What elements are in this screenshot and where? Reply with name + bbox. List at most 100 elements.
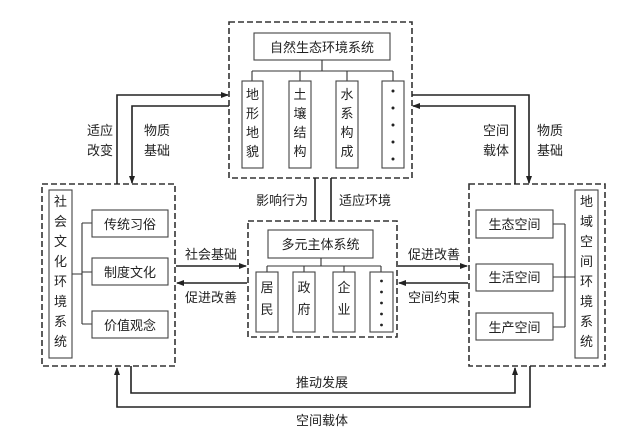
social-item-label: 传统习俗 [104, 218, 156, 233]
vertical-char: 境 [54, 295, 67, 310]
ellipsis-dot [380, 290, 383, 294]
natural-item-soil: 土壤结构 [288, 80, 312, 169]
ellipsis-dot [391, 123, 395, 127]
natural-item-more [381, 80, 405, 169]
actor-item-label: 居民 [260, 281, 273, 318]
social-system-container [41, 183, 176, 367]
spatial-system-connector [553, 223, 575, 328]
spatial-system-title: 地域空间环境系统 [580, 195, 593, 350]
ellipsis-dot [391, 157, 395, 161]
spatial-item-label: 生产空间 [488, 321, 540, 336]
vertical-char: 成 [340, 145, 353, 160]
social-item-tradition: 传统习俗 [91, 209, 169, 238]
natural-item-terrain: 地形地貌 [241, 80, 264, 169]
spatial-item-living: 生活空间 [475, 263, 554, 292]
actor-item-more [369, 271, 394, 333]
label-social-to-actor: 社会基础 [185, 247, 237, 263]
actor-item-label: 政府 [297, 281, 310, 318]
vertical-char: 土 [293, 88, 306, 103]
social-system-title: 社会文化环境系统 [54, 194, 67, 350]
label-social-to-spatial: 推动发展 [296, 375, 348, 391]
vertical-char: 府 [297, 303, 310, 318]
label-spatial-to-actor: 空间约束 [408, 291, 460, 306]
label-spatial-to-natural-2: 载体 [483, 144, 509, 159]
label-natural-to-spatial-1: 物质 [537, 124, 563, 139]
label-actor-to-social: 促进改善 [185, 290, 237, 306]
spatial-system-title-box [574, 189, 599, 359]
ellipsis-dot [391, 106, 395, 110]
vertical-char: 业 [337, 303, 350, 318]
label-actor-to-natural: 影响行为 [256, 193, 308, 209]
social-item-values: 价值观念 [91, 310, 169, 339]
vertical-char: 地 [580, 195, 593, 210]
label-actor-to-spatial: 促进改善 [408, 247, 460, 263]
arrow-spatial-to-natural [412, 103, 516, 184]
vertical-char: 企 [337, 280, 350, 296]
natural-item-label: 土壤结构 [293, 88, 306, 160]
arrow-natural-to-social [129, 105, 229, 184]
natural-system-container [228, 21, 413, 179]
actor-item-residents: 居民 [255, 271, 279, 333]
vertical-char: 壤 [293, 106, 306, 122]
arrow-social-to-spatial [130, 366, 518, 394]
actor-system-title: 多元主体系统 [281, 237, 359, 253]
vertical-char: 地 [246, 88, 259, 103]
vertical-char: 形 [246, 107, 259, 122]
social-system-connector [72, 222, 92, 325]
actor-item-label: 企业 [337, 280, 350, 318]
vertical-char: 系 [340, 107, 353, 122]
social-item-label: 价值观念 [104, 318, 156, 334]
natural-item-water: 水系构成 [335, 80, 359, 169]
vertical-char: 文 [54, 235, 67, 250]
ellipsis-dot [380, 323, 383, 327]
vertical-char: 空 [580, 235, 593, 250]
vertical-char: 民 [260, 303, 273, 318]
vertical-char: 域 [580, 215, 593, 230]
vertical-char: 水 [340, 88, 353, 103]
label-spatial-to-natural-1: 空间 [483, 124, 509, 139]
social-item-label: 制度文化 [104, 265, 156, 281]
spatial-system-container [468, 183, 606, 367]
vertical-char: 系 [54, 315, 67, 330]
vertical-char: 社 [54, 194, 67, 210]
ellipsis-dot [380, 312, 383, 316]
arrow-spatial-to-social [114, 366, 531, 408]
vertical-char: 化 [54, 255, 67, 270]
actor-system-container [247, 220, 398, 338]
vertical-char: 构 [340, 126, 353, 141]
natural-system-title: 自然生态环境系统 [270, 40, 374, 56]
label-social-to-natural-2: 改变 [87, 143, 113, 159]
label-natural-to-spatial-2: 基础 [537, 144, 563, 159]
ellipsis-dot [380, 279, 383, 283]
ellipsis-dot [380, 301, 383, 305]
vertical-char: 环 [54, 275, 67, 290]
actor-item-enterprise: 企业 [332, 271, 356, 333]
actor-system: 多元主体系统 居民 政府 企业 [247, 220, 398, 338]
spatial-item-production: 生产空间 [475, 312, 554, 341]
vertical-char: 统 [54, 335, 67, 350]
arrow-natural-to-spatial [412, 94, 532, 184]
vertical-char: 统 [580, 335, 593, 350]
vertical-char: 构 [293, 145, 306, 160]
ellipsis-dot [391, 140, 395, 144]
vertical-char: 地 [246, 126, 259, 141]
vertical-char: 环 [580, 275, 593, 290]
label-natural-to-social-2: 基础 [144, 144, 170, 159]
social-system: 社会文化环境系统 传统习俗 制度文化 价值观念 [41, 183, 176, 367]
vertical-char: 间 [580, 255, 593, 270]
ellipsis-dot [391, 89, 395, 93]
vertical-char: 境 [580, 295, 593, 310]
natural-item-label: 水系构成 [340, 88, 353, 160]
spatial-item-label: 生活空间 [488, 271, 540, 286]
vertical-char: 居 [260, 281, 273, 296]
actor-item-government: 政府 [292, 271, 316, 333]
label-spatial-to-social: 空间载体 [296, 414, 348, 429]
actor-system-connector [266, 258, 382, 272]
vertical-char: 貌 [246, 145, 259, 160]
natural-system: 自然生态环境系统 地形地貌 土壤结构 水系构成 [228, 21, 413, 179]
vertical-char: 结 [293, 126, 306, 141]
vertical-char: 政 [297, 281, 310, 296]
vertical-char: 系 [580, 315, 593, 330]
spatial-item-ecological: 生态空间 [475, 209, 554, 239]
